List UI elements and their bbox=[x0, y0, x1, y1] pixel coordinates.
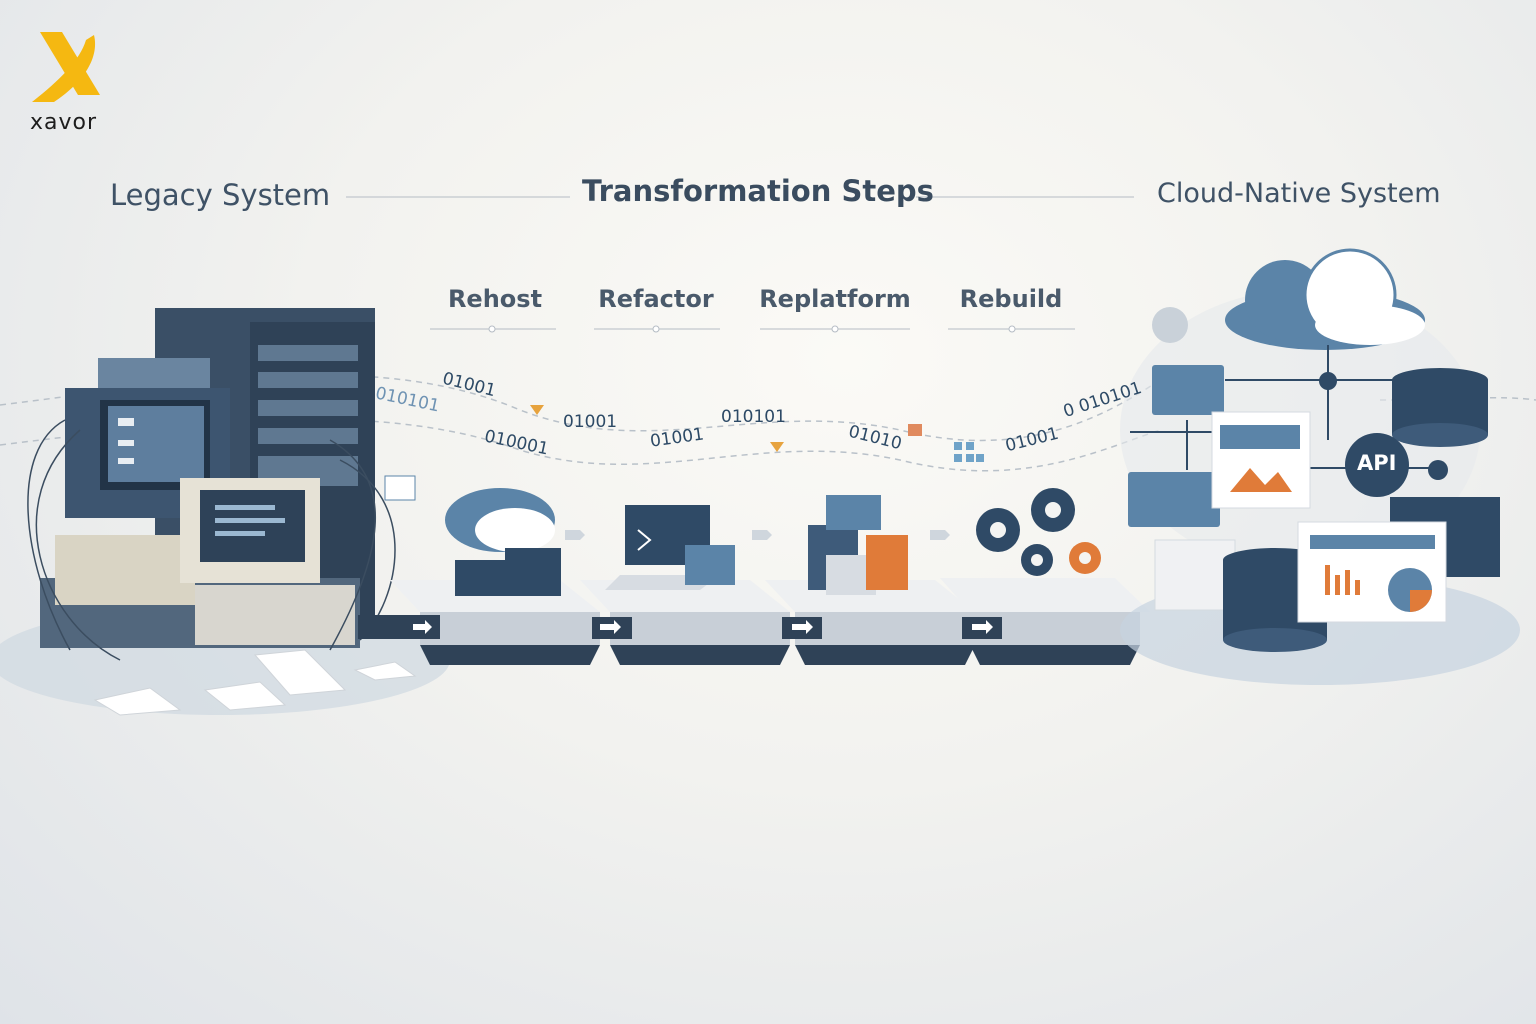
cloud-native-heading: Cloud-Native System bbox=[1157, 178, 1441, 209]
platforms bbox=[358, 578, 1150, 665]
binary-text: 01001 bbox=[563, 412, 618, 432]
database-icon bbox=[1392, 368, 1488, 447]
cloud-icon bbox=[1225, 248, 1425, 350]
rebuild-gears-icon bbox=[976, 488, 1101, 576]
step-refactor: Refactor bbox=[598, 285, 714, 313]
legacy-system-heading: Legacy System bbox=[110, 178, 331, 212]
rehost-cloud-icon bbox=[445, 488, 561, 596]
binary-text: 010101 bbox=[721, 407, 786, 427]
api-node: API bbox=[1357, 451, 1397, 475]
step-replatform: Replatform bbox=[759, 285, 911, 313]
step-rebuild: Rebuild bbox=[959, 285, 1063, 313]
transformation-steps-heading: Transformation Steps bbox=[582, 174, 934, 208]
step-rehost: Rehost bbox=[447, 285, 543, 313]
xavor-logo-icon bbox=[32, 32, 100, 102]
replatform-blocks-icon bbox=[808, 495, 908, 595]
logo-text: xavor bbox=[30, 110, 98, 135]
refactor-laptop-icon bbox=[605, 505, 735, 590]
